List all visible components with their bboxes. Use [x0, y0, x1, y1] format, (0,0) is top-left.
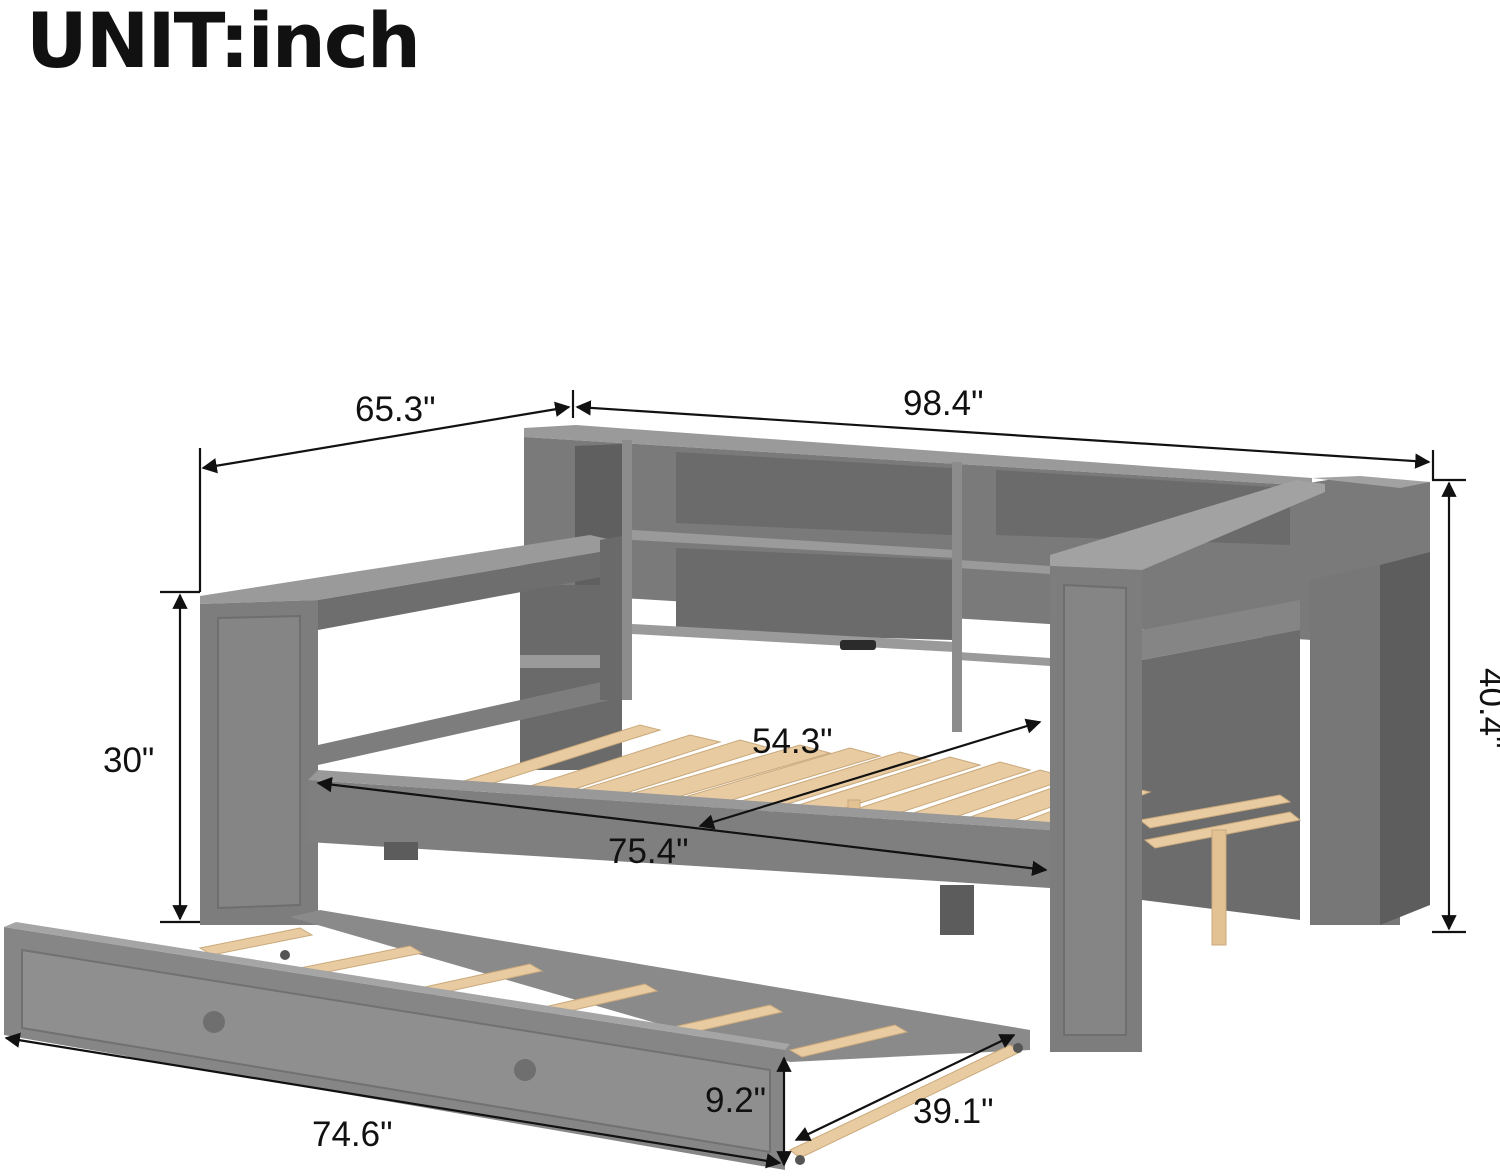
- right-armrest: [1050, 480, 1325, 1052]
- label-bed-depth: 65.3": [355, 390, 436, 429]
- label-inner-length: 75.4": [608, 832, 689, 871]
- label-trundle-height: 9.2": [705, 1081, 766, 1120]
- label-trundle-width: 39.1": [913, 1092, 994, 1131]
- trundle-drawer: [4, 910, 1030, 1170]
- label-total-height: 40.4": [1472, 668, 1500, 749]
- label-arm-height: 30": [103, 741, 154, 780]
- right-corner-shelf: [1142, 476, 1430, 925]
- left-armrest: [200, 535, 622, 925]
- label-bed-length: 98.4": [903, 384, 984, 423]
- unit-title: UNIT:inch: [26, 0, 421, 85]
- dimension-labels: 65.3" 98.4" 30" 40.4" 54.3" 75.4" 74.6" …: [103, 384, 1500, 1154]
- label-inner-width: 54.3": [752, 722, 833, 761]
- dimension-lines: [4, 390, 1466, 1169]
- label-trundle-length: 74.6": [312, 1115, 393, 1154]
